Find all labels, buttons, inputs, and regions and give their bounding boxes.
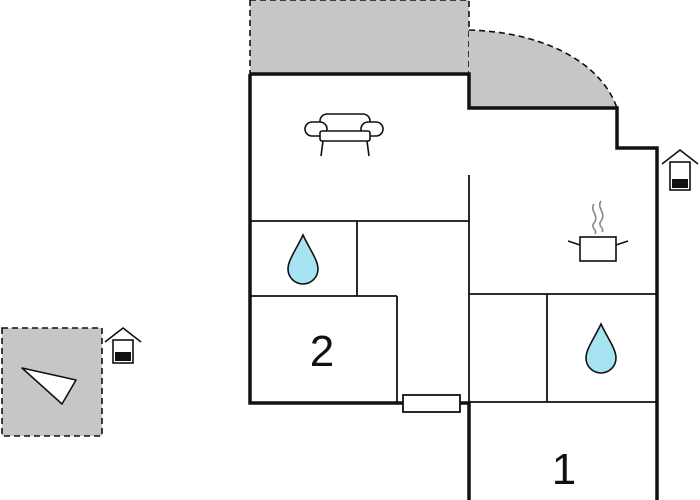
compass-arrow-icon	[21, 367, 77, 405]
cooking-pot-icon	[567, 200, 629, 262]
sofa-icon	[304, 113, 384, 157]
house-entrance-icon	[104, 326, 142, 364]
terrace-top-left	[249, 0, 470, 75]
terrace-top-right-edge	[468, 29, 618, 109]
room-number-1: 1	[552, 445, 576, 494]
terrace-top-right	[469, 30, 617, 108]
outer-wall-left	[248, 74, 404, 405]
window	[402, 394, 461, 413]
terrace-areas	[1, 0, 618, 437]
interior-walls	[250, 175, 657, 403]
water-drop-icon	[585, 322, 617, 374]
outer-walls	[248, 72, 659, 500]
house-entrance-icon	[661, 148, 699, 191]
outer-wall-main	[250, 72, 659, 500]
room-number-2: 2	[310, 327, 334, 376]
outer-wall-bottom	[460, 401, 471, 500]
water-drop-icon	[287, 233, 319, 285]
